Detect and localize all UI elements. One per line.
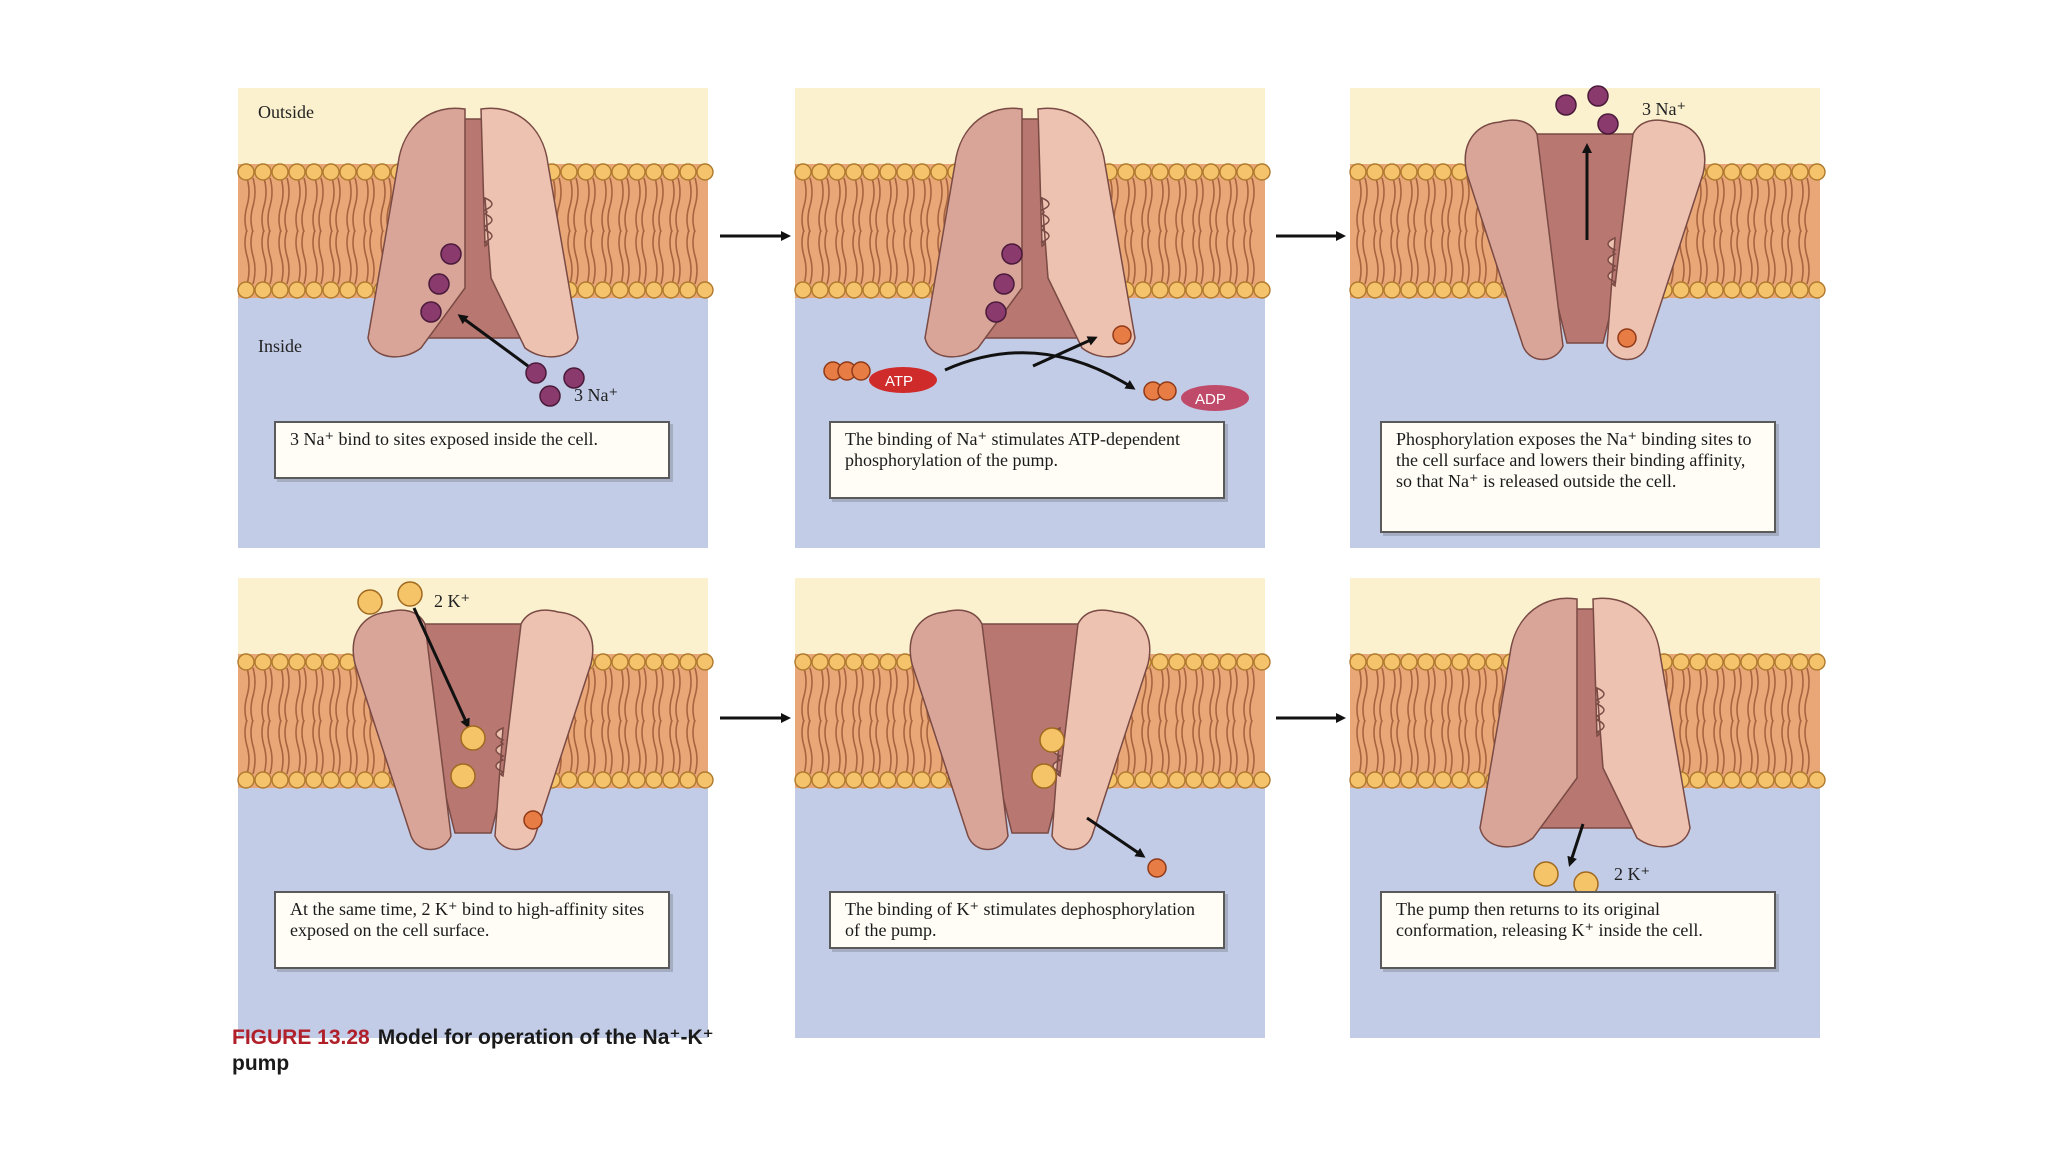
sodium-ion bbox=[428, 273, 450, 295]
phosphorylation-arrow bbox=[1032, 336, 1098, 368]
figure-title: Model for operation of the Na⁺-K⁺ pump bbox=[232, 1026, 714, 1075]
caption-panel-2: The binding of Na⁺ stimulates ATP-depend… bbox=[829, 421, 1225, 499]
outside-label: Outside bbox=[258, 102, 314, 122]
pump-subunit-left bbox=[924, 107, 1023, 358]
adp-label: ADP bbox=[1195, 391, 1226, 408]
ion-label-2k: 2 K⁺ bbox=[434, 591, 470, 611]
inside-label: Inside bbox=[258, 336, 302, 356]
pump-subunit-left bbox=[1464, 119, 1564, 361]
sodium-ion bbox=[993, 273, 1015, 295]
caption-panel-1: 3 Na⁺ bind to sites exposed inside the c… bbox=[274, 421, 670, 479]
na-binding-arrow bbox=[457, 314, 529, 368]
phosphate-group bbox=[523, 810, 543, 830]
flow-arrows bbox=[720, 231, 1346, 723]
figure-number: FIGURE 13.28 bbox=[232, 1026, 370, 1049]
k-binding-arrow bbox=[412, 607, 470, 729]
ion-label-3na: 3 Na⁺ bbox=[1642, 99, 1686, 119]
potassium-ion bbox=[460, 725, 486, 751]
atp-label: ATP bbox=[885, 373, 913, 390]
pump-subunit-left bbox=[909, 609, 1009, 851]
caption-panel-4: At the same time, 2 K⁺ bind to high-affi… bbox=[274, 891, 670, 969]
panel-5 bbox=[794, 578, 1271, 1038]
phosphate-group bbox=[1112, 325, 1132, 345]
phosphate-group bbox=[1157, 381, 1177, 401]
sodium-ion bbox=[563, 367, 585, 389]
ion-label-2k: 2 K⁺ bbox=[1614, 864, 1650, 884]
pump-subunit-right bbox=[480, 107, 579, 358]
panel-6: 2 K⁺ bbox=[1349, 578, 1826, 1038]
phosphate-group bbox=[851, 361, 871, 381]
sodium-ion bbox=[1597, 113, 1619, 135]
pump-protein bbox=[909, 609, 1151, 851]
panel-4: 2 K⁺ bbox=[237, 578, 714, 1038]
atp-to-adp-arrow bbox=[944, 351, 1136, 390]
potassium-ion bbox=[357, 589, 383, 615]
caption-panel-6: The pump then returns to its original co… bbox=[1380, 891, 1776, 969]
k-release-arrow bbox=[1567, 823, 1585, 867]
potassium-ion bbox=[1533, 861, 1559, 887]
pump-subunit-left bbox=[352, 609, 452, 851]
pump-subunit-left bbox=[367, 107, 466, 358]
potassium-ion bbox=[397, 581, 423, 607]
pump-subunit-right bbox=[494, 609, 594, 851]
caption-panel-5: The binding of K⁺ stimulates dephosphory… bbox=[829, 891, 1225, 949]
ion-label-3na: 3 Na⁺ bbox=[574, 385, 618, 405]
dephosphorylation-arrow bbox=[1086, 816, 1146, 858]
sodium-ion bbox=[1001, 243, 1023, 265]
sodium-ion bbox=[985, 301, 1007, 323]
pump-protein bbox=[1479, 597, 1691, 848]
potassium-ion bbox=[450, 763, 476, 789]
sodium-ion bbox=[539, 385, 561, 407]
potassium-ion bbox=[1031, 763, 1057, 789]
pump-subunit-right bbox=[1606, 119, 1706, 361]
sodium-ion bbox=[1587, 85, 1609, 107]
caption-panel-3: Phosphorylation exposes the Na⁺ binding … bbox=[1380, 421, 1776, 533]
pump-protein bbox=[1464, 119, 1706, 361]
pump-subunit-right bbox=[1037, 107, 1136, 358]
phosphate-group bbox=[1617, 328, 1637, 348]
adp-molecule bbox=[1181, 385, 1249, 411]
pump-subunit-left bbox=[1479, 597, 1578, 848]
phosphate-group bbox=[1147, 858, 1167, 878]
potassium-ion bbox=[1039, 727, 1065, 753]
sodium-ion bbox=[420, 301, 442, 323]
sodium-ion bbox=[525, 362, 547, 384]
pump-subunit-right bbox=[1592, 597, 1691, 848]
sodium-ion bbox=[1555, 94, 1577, 116]
sodium-ion bbox=[440, 243, 462, 265]
atp-molecule bbox=[869, 367, 937, 393]
